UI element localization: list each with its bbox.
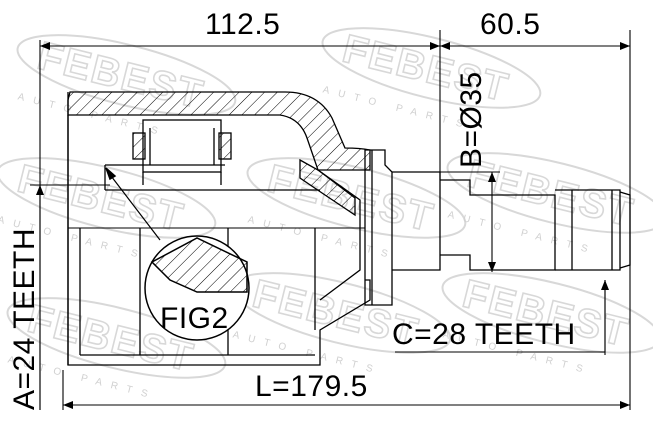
shaft-assembly xyxy=(364,149,631,306)
dim-label-60-5: 60.5 xyxy=(480,8,541,41)
housing-teeth-label: A=24 TEETH xyxy=(8,227,41,410)
outer-housing xyxy=(67,91,371,366)
fig2-leader xyxy=(107,171,161,241)
dimension-lines xyxy=(30,30,631,410)
fig2-label: FIG2 xyxy=(160,302,229,335)
shaft-body xyxy=(440,179,556,271)
diameter-label: B=Ø35 xyxy=(455,71,488,168)
dim-label-112-5: 112.5 xyxy=(205,8,281,41)
housing-wall-upper xyxy=(67,91,371,171)
housing-neck xyxy=(317,169,361,301)
housing-neck-hatch xyxy=(299,158,356,217)
total-length-label: L=179.5 xyxy=(255,370,368,403)
shaft-teeth-label: C=28 TEETH xyxy=(392,318,576,351)
shaft-spline xyxy=(555,189,621,271)
fig2-detail xyxy=(105,167,250,341)
bearing-groove xyxy=(132,119,232,185)
shaft-collar xyxy=(392,171,441,271)
